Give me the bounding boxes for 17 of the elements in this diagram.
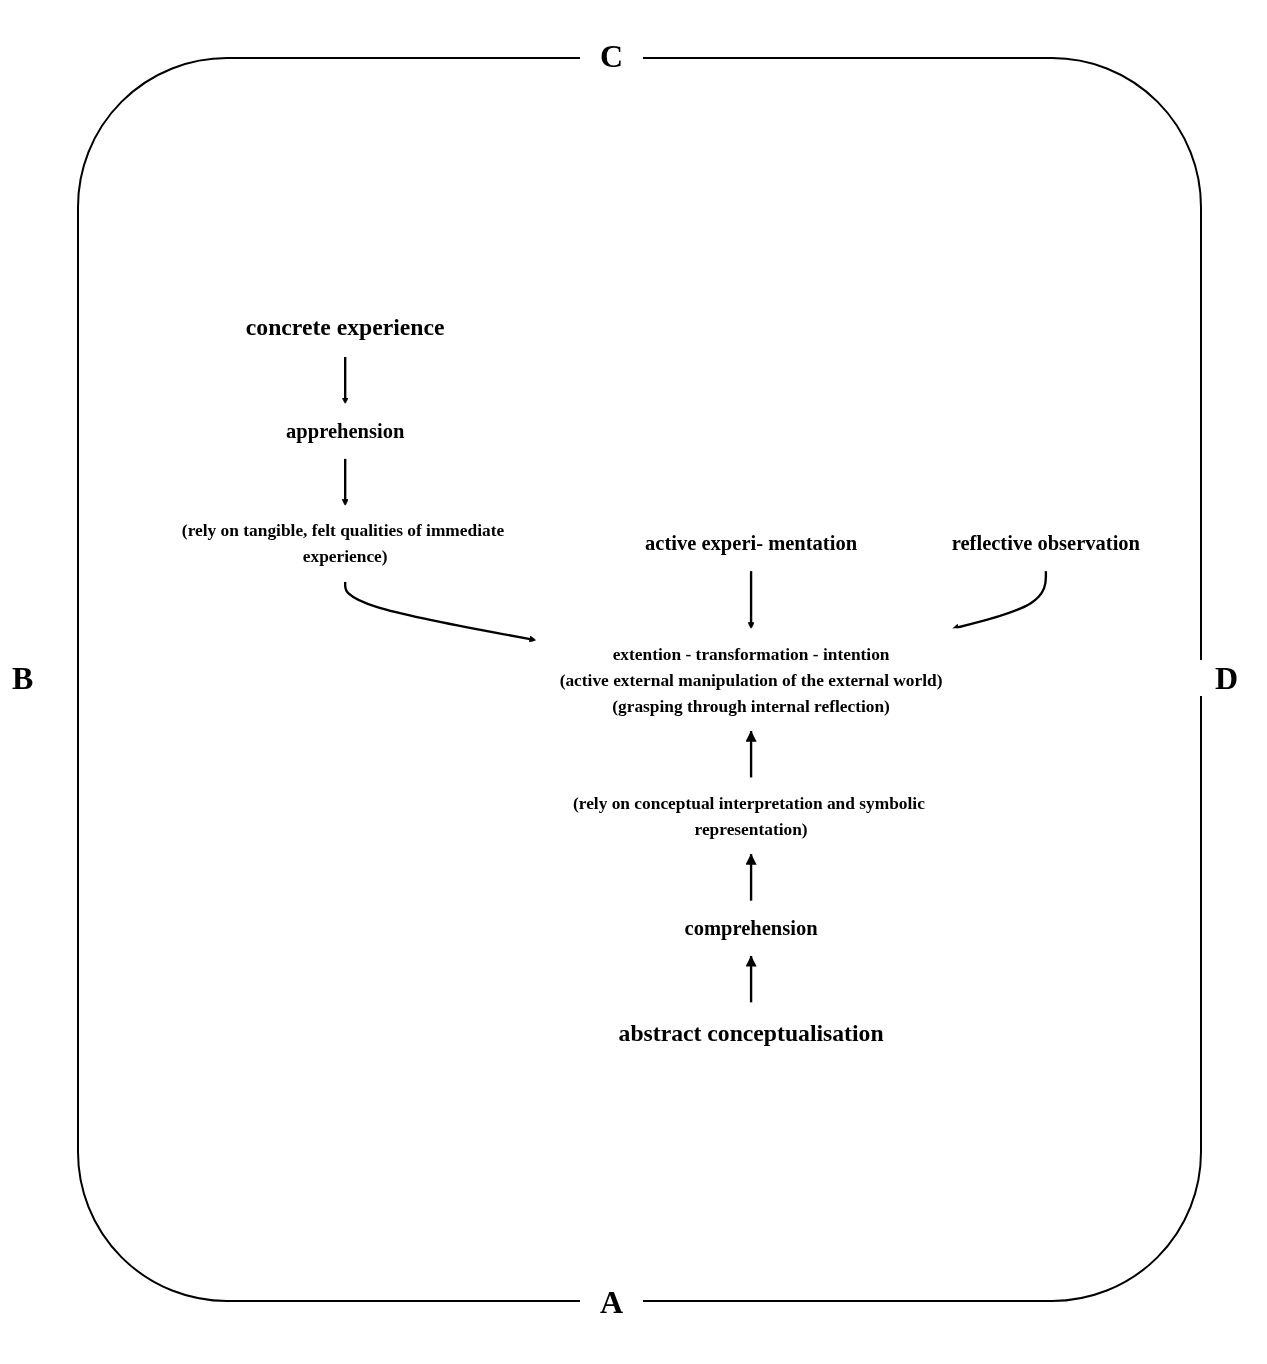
arrow [745, 854, 757, 902]
arrow [344, 581, 537, 643]
arrow [952, 571, 1048, 631]
arrow [745, 730, 757, 779]
arrow [341, 458, 349, 507]
node-text: apprehension [286, 419, 405, 443]
node-text: concrete experience [245, 314, 445, 341]
node-text: (rely on tangible, felt qualities of immediate experience) [181, 520, 505, 567]
arrow [745, 955, 757, 1004]
arrow [747, 571, 755, 630]
node-text: active experi- mentation [645, 532, 858, 556]
node-text: comprehension [684, 917, 818, 941]
node-text: abstract conceptualisation [618, 1019, 884, 1046]
arrow [341, 356, 349, 405]
node-text: reflective observation [951, 532, 1140, 556]
node-text: extention - transformation - intention (active external manipulation of the external world) (grasping through internal reflection) [559, 644, 943, 716]
node-text: (rely on conceptual interpretation and symbolic representation) [572, 793, 925, 840]
